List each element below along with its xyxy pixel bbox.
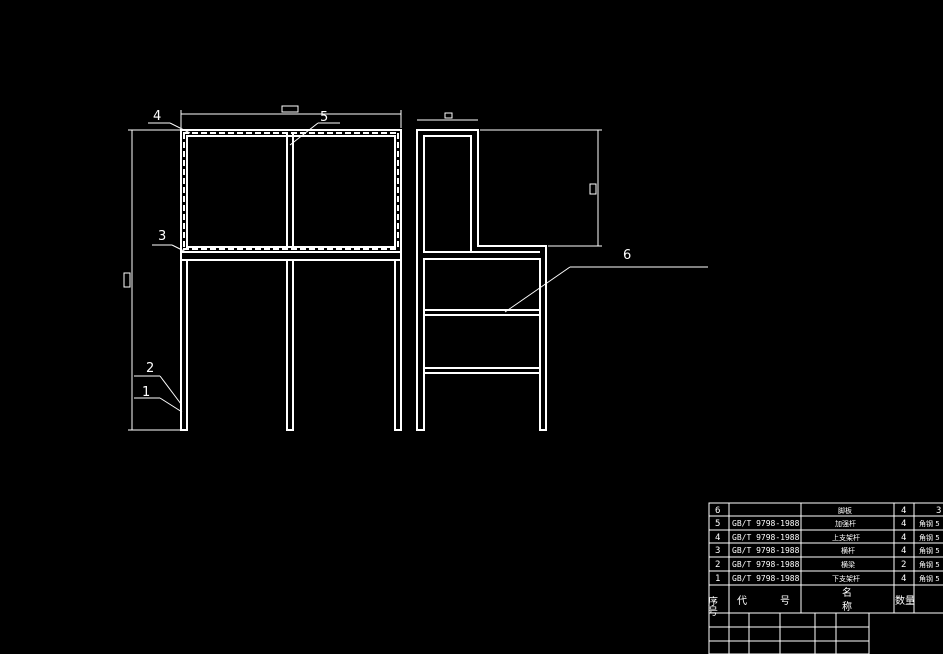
- side-shelf-1: [423, 309, 541, 316]
- cross-beam: [180, 251, 402, 261]
- bom-table: [708, 502, 943, 654]
- bom-header-name-b: 称: [842, 600, 852, 613]
- middle-leg: [286, 259, 294, 431]
- side-dimensions: [417, 112, 708, 313]
- upper-frame-inner: [186, 135, 396, 248]
- bom-row-code: GB/T 9798-1988: [732, 574, 800, 583]
- bom-header-name-a: 名: [842, 586, 852, 599]
- front-callout-labels: 4 5 3 2 1: [142, 109, 328, 400]
- bom-row-no: 1: [715, 574, 720, 584]
- bom-row-qty: 4: [901, 574, 906, 584]
- right-leg: [394, 259, 402, 431]
- bom-row-material: 角钢 5: [919, 574, 940, 583]
- side-upper-outline: [416, 129, 547, 431]
- dim-text-box-side-top: [444, 112, 453, 119]
- bom-row-material: 角钢 5: [919, 560, 940, 569]
- bom-row-code: GB/T 9798-1988: [732, 560, 800, 569]
- bom-row-code: GB/T 9798-1988: [732, 533, 800, 542]
- bom-row-name: 横杆: [841, 546, 855, 555]
- bom-header-qty: 数量: [895, 594, 915, 607]
- left-leg: [180, 259, 188, 431]
- bom-row-material: 角钢 5: [919, 533, 940, 542]
- bom-row-name: 上支架杆: [832, 533, 860, 542]
- front-dimensions: [123, 105, 402, 431]
- dim-text-box-top: [281, 105, 299, 113]
- bom-row-qty: 4: [901, 519, 906, 529]
- front-view: [180, 129, 402, 431]
- bom-row-qty: 4: [901, 506, 906, 516]
- bom-row-material: 3: [936, 506, 941, 516]
- bom-row-no: 5: [715, 519, 720, 529]
- bom-row-no: 3: [715, 546, 720, 556]
- bom-row-no: 2: [715, 560, 720, 570]
- bom-row-name: 横梁: [841, 560, 855, 569]
- bom-row-material: 角钢 5: [919, 546, 940, 555]
- bom-row-code: GB/T 9798-1988: [732, 546, 800, 555]
- bom-header: 序号 代 号 名 称 数量: [706, 586, 916, 617]
- front-leaders: [134, 122, 340, 413]
- bom-header-code-b: 号: [780, 595, 790, 607]
- bom-row-no: 6: [715, 506, 720, 516]
- bom-row-qty: 4: [901, 546, 906, 556]
- upper-frame: [180, 129, 402, 253]
- side-view: [416, 129, 547, 431]
- callout-6: 6: [623, 248, 631, 263]
- callout-3: 3: [158, 229, 166, 244]
- callout-2: 2: [146, 361, 154, 376]
- bom-row-qty: 4: [901, 533, 906, 543]
- bom-row-code: GB/T 9798-1988: [732, 519, 800, 528]
- callout-4: 4: [153, 109, 161, 124]
- bom-row-no: 4: [715, 533, 720, 543]
- bom-row-material: 角钢 5: [919, 519, 940, 528]
- side-shelf-2: [423, 367, 541, 374]
- callout-5: 5: [320, 110, 328, 125]
- bom-row-name: 下支架杆: [832, 574, 860, 583]
- dim-text-box-left: [123, 272, 131, 288]
- bom-header-code-a: 代: [737, 595, 747, 607]
- dim-text-box-side-right: [589, 183, 597, 195]
- side-upper-inner: [423, 135, 472, 253]
- bom-row-name: 脚板: [838, 506, 852, 515]
- bom-row-name: 加强杆: [835, 519, 856, 528]
- bom-header-no: 序号: [706, 595, 718, 617]
- callout-1: 1: [142, 385, 150, 400]
- bom-rows: 6 脚板 4 3 5 GB/T 9798-1988 加强杆 4 角钢 5 4 G…: [715, 506, 941, 584]
- bom-row-qty: 2: [901, 560, 906, 570]
